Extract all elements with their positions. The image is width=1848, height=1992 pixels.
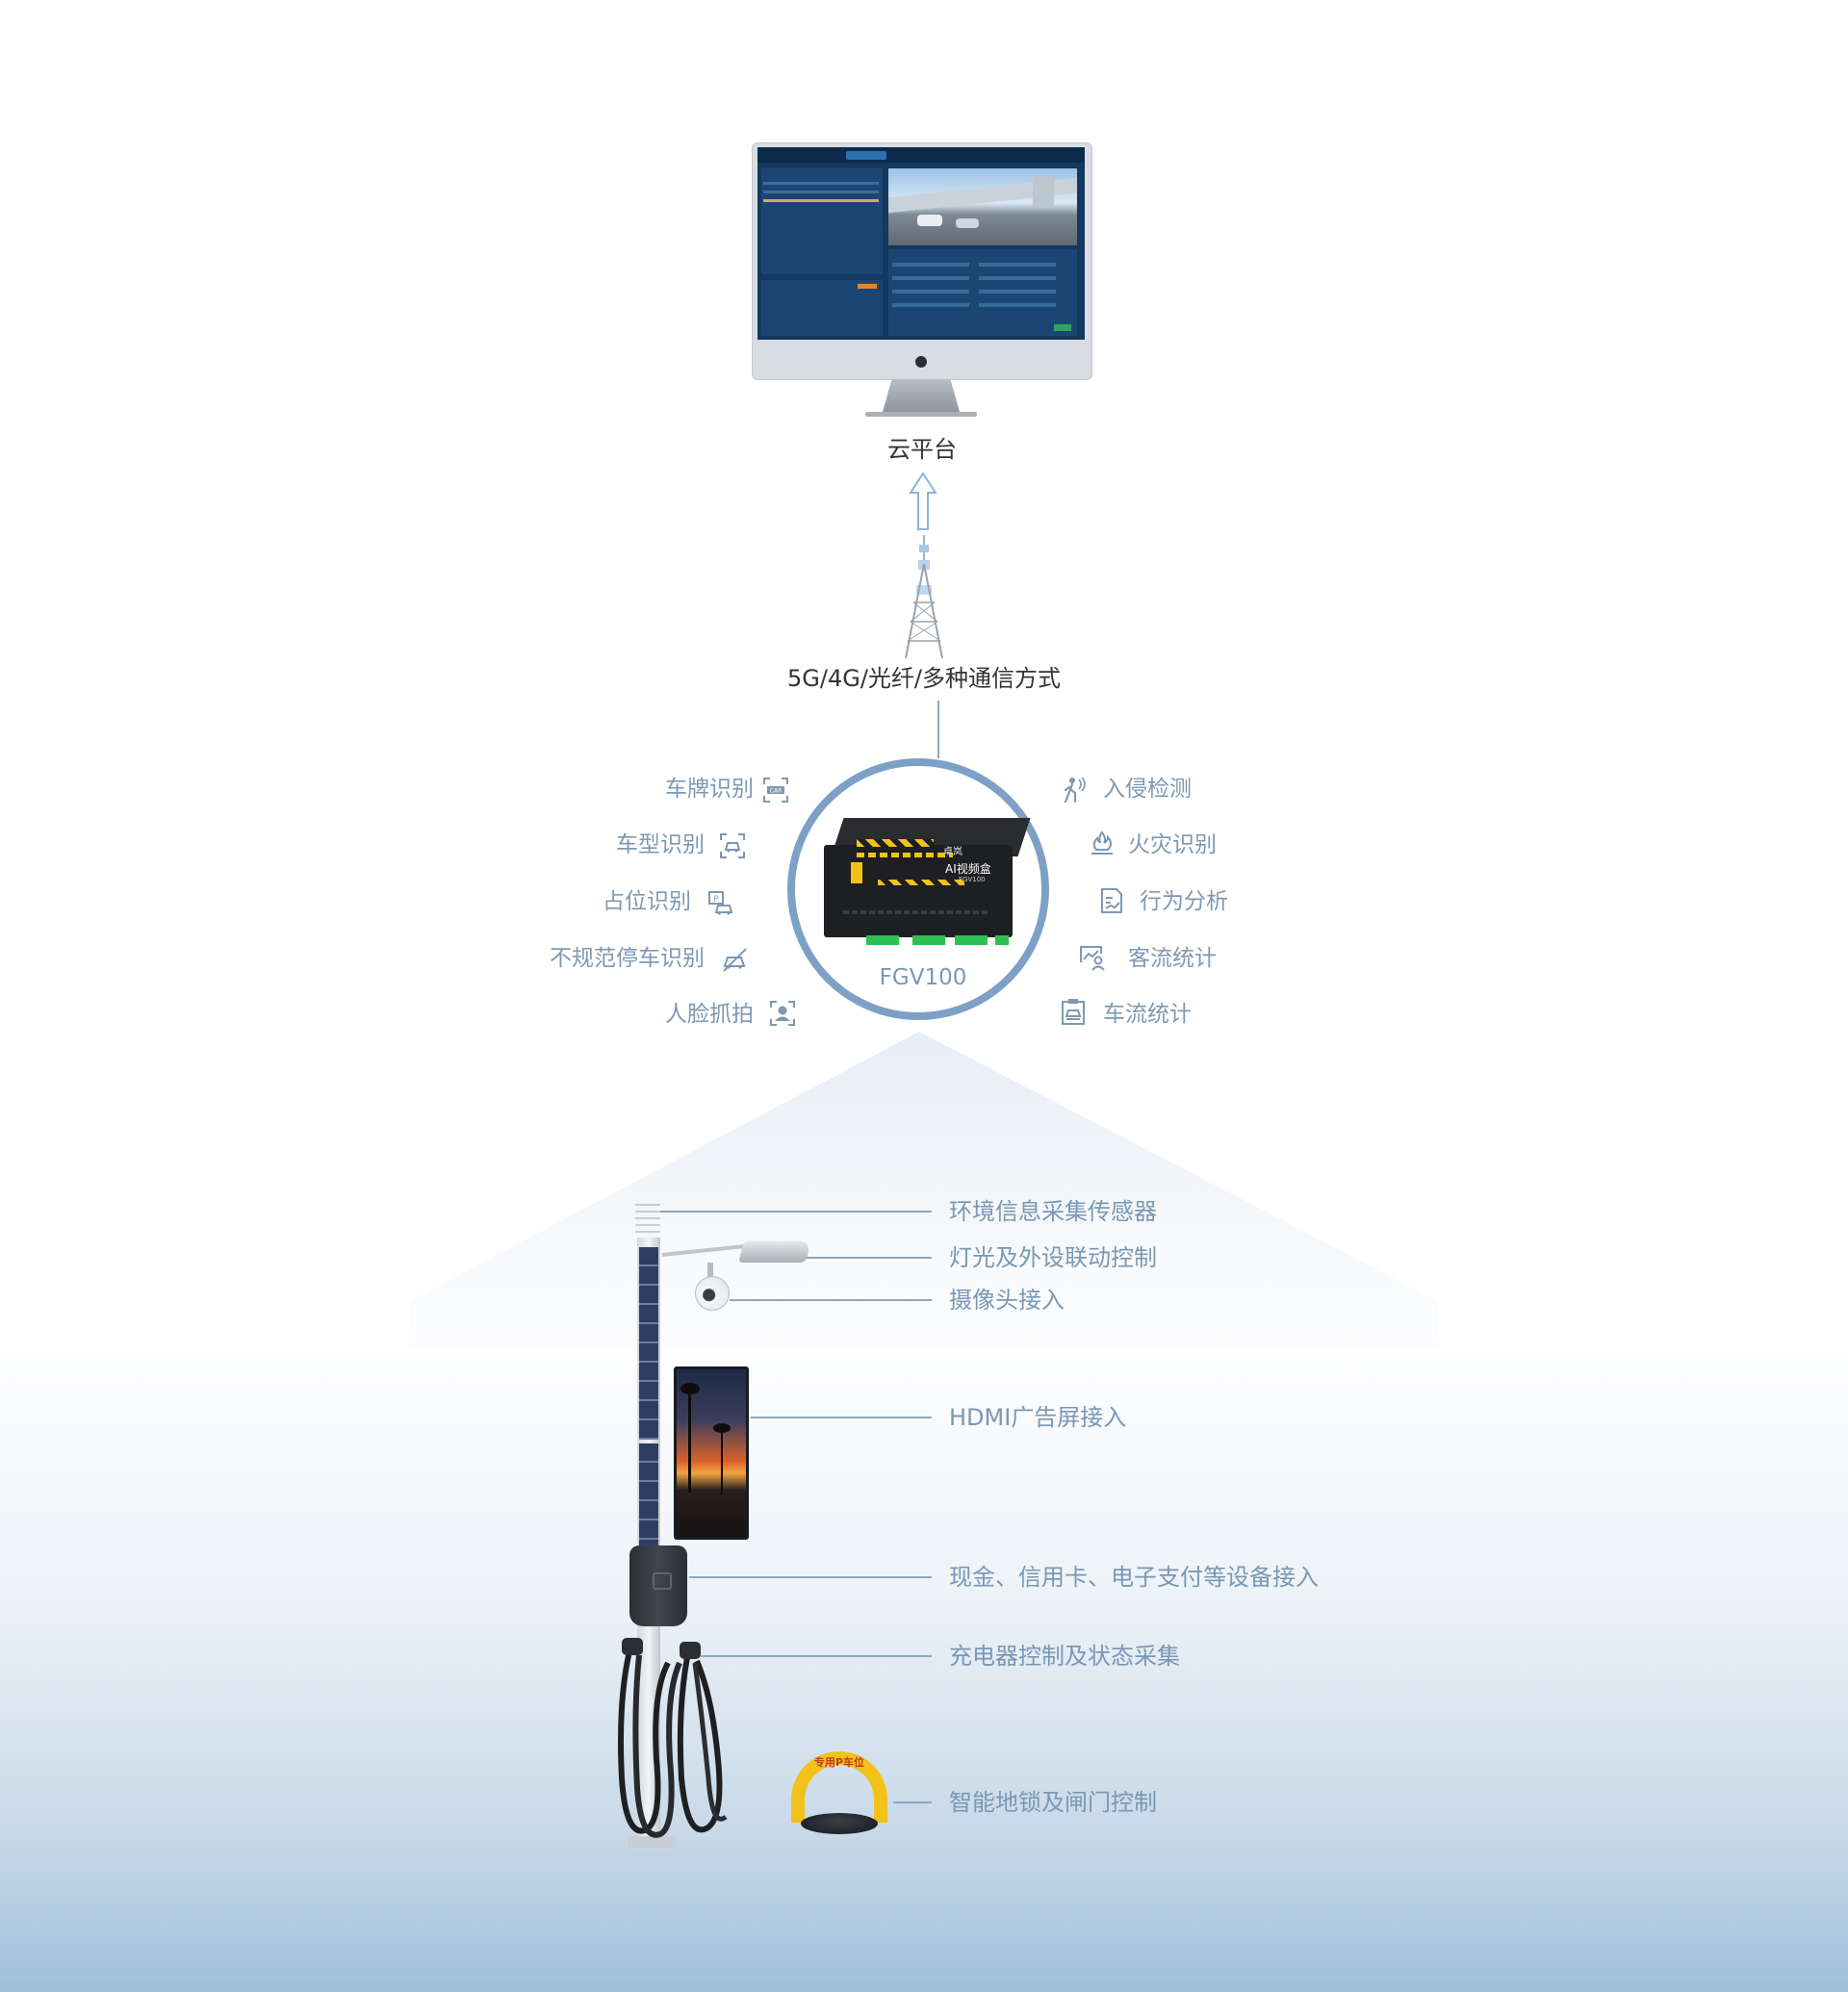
box-front-face — [824, 845, 1013, 937]
leader-line-4 — [751, 1417, 932, 1418]
leader-line-6 — [701, 1655, 932, 1657]
screen-camera-view — [888, 168, 1077, 245]
solar-panel-2 — [639, 1443, 658, 1569]
illegal-parking-icon — [723, 948, 747, 972]
terminal-block-2 — [912, 935, 945, 945]
feature-label-occupancy: 占位识别 — [603, 889, 691, 914]
box-name-text: AI视频盒 — [945, 862, 991, 876]
intrusion-walker-icon — [1064, 777, 1086, 804]
pole-label-camera: 摄像头接入 — [949, 1287, 1065, 1314]
ad-sunset-image — [677, 1369, 746, 1537]
passenger-flow-icon — [1080, 946, 1105, 971]
hazard-stripe — [857, 839, 934, 847]
ad-screen — [674, 1366, 749, 1540]
feature-label-plate: 车牌识别 — [665, 777, 754, 802]
upload-arrow-icon — [909, 472, 937, 530]
ai-video-box: 卓岚 AI视频盒 FGV100 — [824, 818, 1031, 953]
cloud-monitor — [752, 142, 1092, 421]
feature-label-passenger: 客流统计 — [1128, 946, 1217, 971]
antenna-tower-icon — [905, 535, 943, 659]
screen-topbar — [757, 147, 1085, 163]
parking-lock-base — [801, 1813, 878, 1834]
leader-line-7 — [893, 1801, 932, 1803]
feature-label-behavior: 行为分析 — [1140, 889, 1228, 914]
screen-list-panel — [761, 168, 883, 274]
terminal-block-3 — [955, 935, 988, 945]
parking-lock: 专用P车位 — [791, 1751, 887, 1838]
license-plate-icon: CAR — [763, 778, 788, 803]
feature-label-intrusion: 入侵检测 — [1103, 777, 1192, 802]
behavior-analysis-icon — [1101, 888, 1122, 913]
network-label: 5G/4G/光纤/多种通信方式 — [787, 665, 1061, 692]
terminal-block-1 — [866, 935, 899, 945]
box-side-label — [851, 862, 862, 883]
camera-mount — [707, 1263, 713, 1278]
feature-label-traffic: 车流统计 — [1103, 1002, 1192, 1027]
leader-line-3 — [730, 1299, 932, 1301]
parking-lock-text: 专用P车位 — [813, 1756, 865, 1769]
smart-pole — [628, 1189, 728, 1853]
feature-label-cartype: 车型识别 — [616, 832, 705, 857]
device-model-label: FGV100 — [879, 965, 967, 990]
fire-icon — [1091, 830, 1113, 855]
svg-text:CAR: CAR — [770, 788, 782, 795]
pole-base — [628, 1836, 676, 1848]
feature-label-face: 人脸抓拍 — [665, 1002, 754, 1027]
pole-label-payment: 现金、信用卡、电子支付等设备接入 — [949, 1564, 1319, 1591]
traffic-flow-icon — [1062, 999, 1085, 1025]
cloud-platform-label: 云平台 — [887, 436, 957, 463]
payment-terminal — [629, 1545, 687, 1626]
street-lamp-head — [738, 1241, 811, 1263]
feature-label-fire: 火灾识别 — [1128, 832, 1217, 857]
svg-text:P: P — [713, 895, 719, 905]
connector-line — [937, 701, 939, 758]
solar-panel-1 — [639, 1247, 658, 1440]
weather-sensor — [635, 1199, 660, 1238]
screen-log-panel — [761, 280, 883, 336]
box-brand-text: 卓岚 — [943, 847, 962, 857]
pole-label-parking-lock: 智能地锁及闸门控制 — [949, 1789, 1157, 1816]
pole-label-hdmi-screen: HDMI广告屏接入 — [949, 1404, 1127, 1431]
face-capture-icon — [770, 1001, 795, 1026]
monitor-screen — [757, 147, 1085, 340]
pole-label-charger: 充电器控制及状态采集 — [949, 1643, 1180, 1670]
dome-camera — [695, 1276, 730, 1311]
monitor-power-button — [915, 356, 927, 368]
leader-line-1 — [660, 1211, 932, 1213]
leader-line-2 — [807, 1257, 932, 1259]
monitor-stand — [883, 379, 960, 412]
leader-line-5 — [689, 1576, 932, 1578]
charger-cables — [618, 1638, 728, 1838]
car-type-icon — [720, 833, 745, 858]
box-sub-text: FGV100 — [959, 876, 986, 883]
screen-tab-active — [846, 151, 886, 160]
pole-label-env-sensor: 环境信息采集传感器 — [949, 1198, 1157, 1225]
parking-occupancy-icon: P — [708, 891, 733, 915]
feature-label-illegal: 不规范停车识别 — [550, 946, 705, 971]
pole-label-light-control: 灯光及外设联动控制 — [949, 1244, 1157, 1271]
